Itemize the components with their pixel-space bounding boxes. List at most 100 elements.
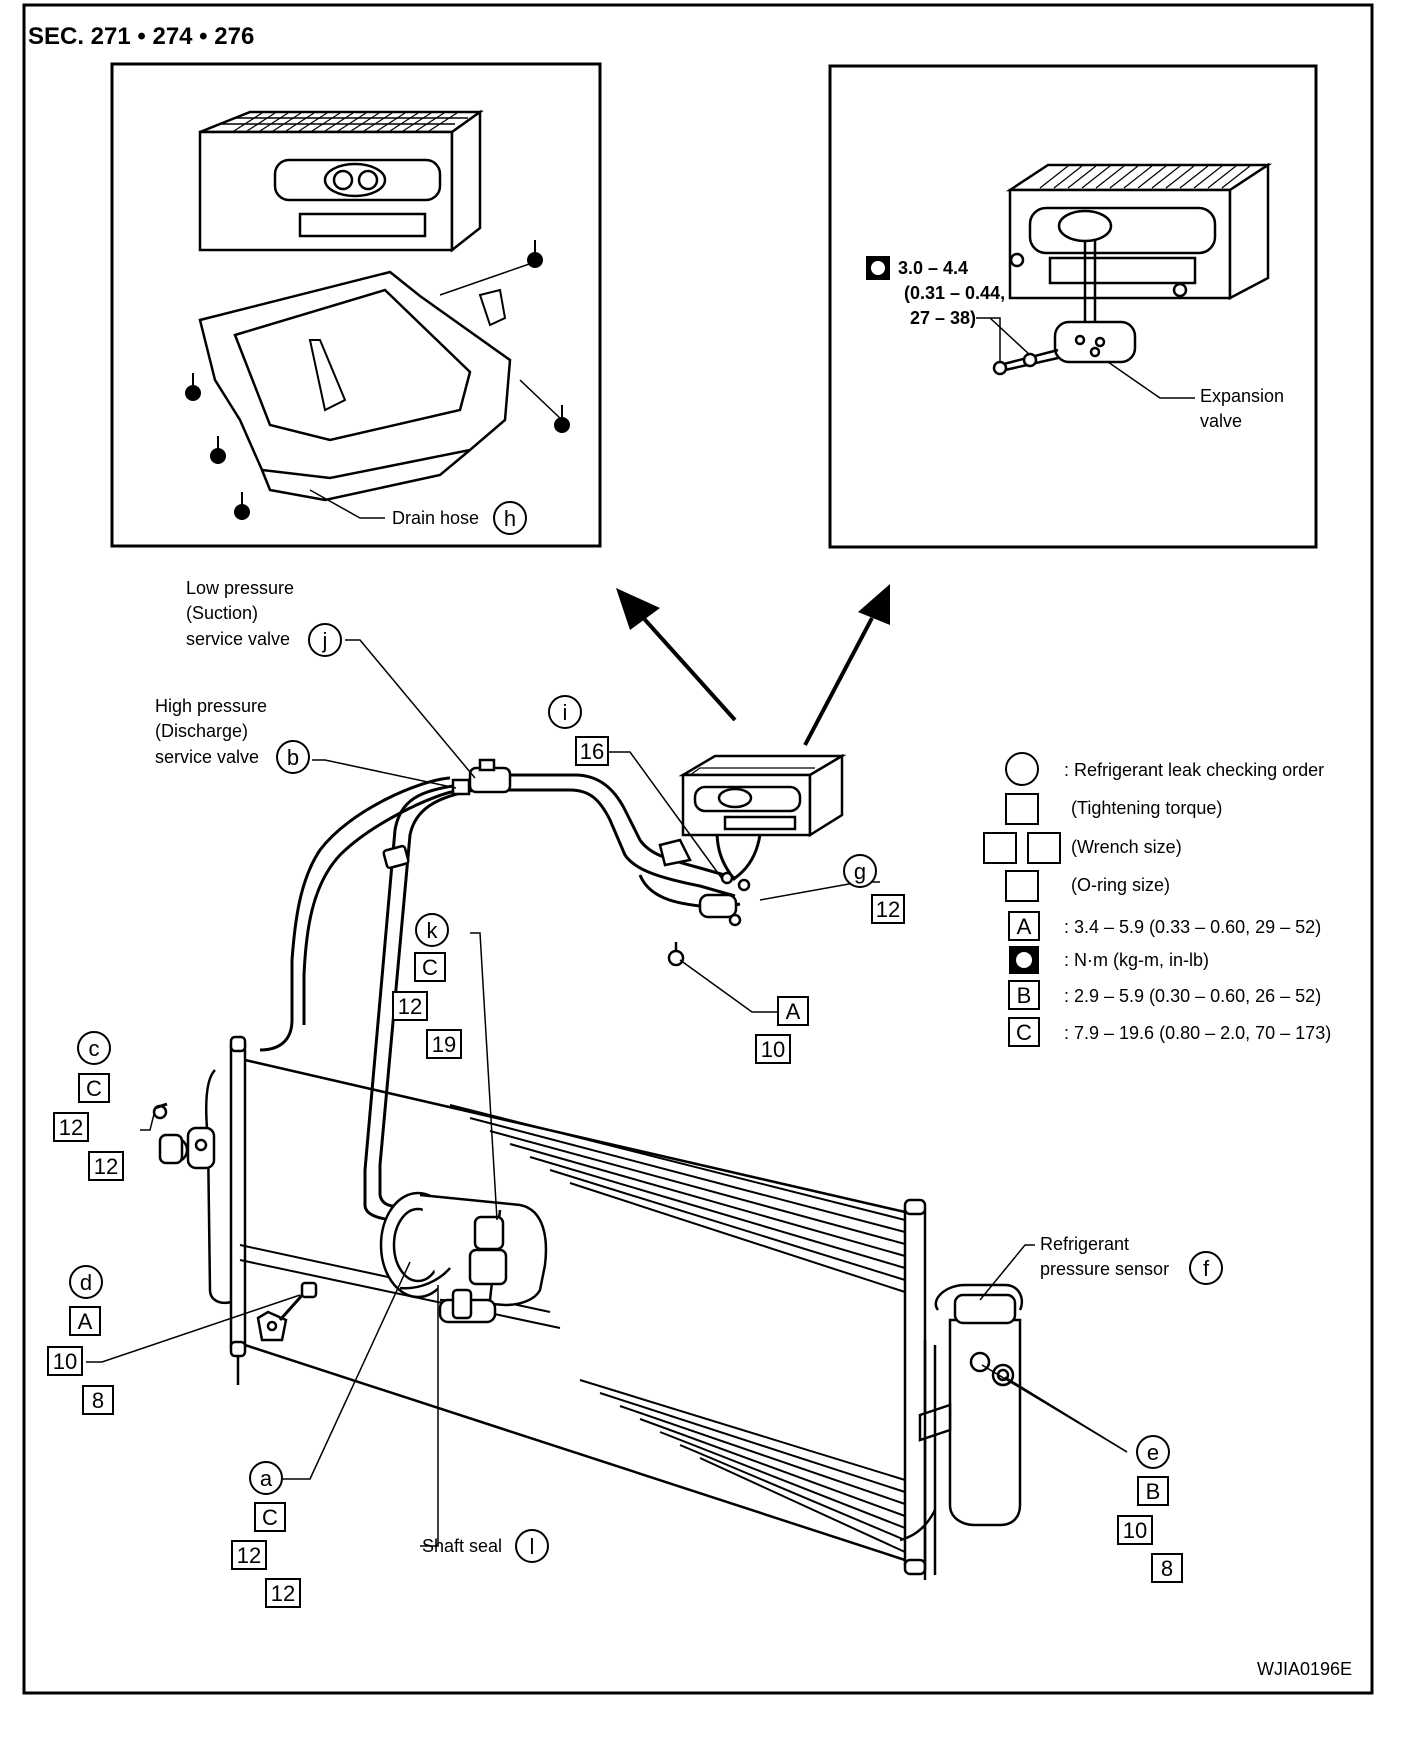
refrigerant-sensor-label-1: Refrigerant [1040, 1234, 1129, 1254]
arrow-up-left-icon [616, 588, 737, 722]
torque-code-d: A [78, 1309, 93, 1334]
low-pressure-label-2: (Suction) [186, 603, 258, 623]
legend-wrench-box-2 [1027, 832, 1061, 864]
expansion-valve-label-2: valve [1200, 411, 1242, 431]
torque-g: 12 [876, 897, 900, 922]
torque-box-g [871, 894, 905, 924]
legend-unit-text: : N·m (kg-m, in-lb) [1064, 950, 1209, 970]
torque-box-d [47, 1346, 83, 1376]
torque-code-bolt: A [786, 999, 801, 1024]
condenser-outlet-fitting [256, 1281, 318, 1342]
legend-wrench-text: (Wrench size) [1071, 837, 1182, 857]
oring-e: 8 [1161, 1556, 1173, 1581]
oring-box-a [265, 1578, 301, 1608]
expansion-valve-label: Expansion [1200, 386, 1284, 406]
torque-code-box-a [254, 1502, 286, 1532]
torque-box-bolt [755, 1034, 791, 1064]
legend-a-code: A [1017, 914, 1032, 939]
legend-a-box [1008, 911, 1040, 941]
letter-d: d [80, 1270, 92, 1295]
torque-box-16 [575, 736, 609, 766]
letter-circle-k [415, 913, 449, 947]
torque-a: 12 [237, 1543, 261, 1568]
cooling-unit-fins [233, 112, 458, 132]
service-valves [382, 758, 512, 870]
cooling-unit-illustration [198, 109, 484, 253]
torque-16: 16 [580, 739, 604, 764]
oring-box-k [426, 1029, 462, 1059]
letter-f: f [1203, 1256, 1210, 1281]
condenser [229, 1035, 927, 1576]
leader-lines [309, 261, 563, 519]
letter-j: j [322, 628, 328, 653]
evaporator-fins [1039, 165, 1251, 189]
high-pressure-label-1: High pressure [155, 696, 267, 716]
torque-code-box-e [1137, 1476, 1169, 1506]
letter-circle-j [308, 623, 342, 657]
torque-code-c: C [86, 1076, 102, 1101]
letter-circle-e [1136, 1435, 1170, 1469]
legend-b-text: : 2.9 – 5.9 (0.30 – 0.60, 26 – 52) [1064, 986, 1321, 1006]
letter-circle-l [515, 1529, 549, 1563]
legend-box-icon [1005, 793, 1039, 825]
condenser-fins [239, 1104, 906, 1553]
drain-hose-label: Drain hose [392, 508, 479, 528]
letter-e: e [1147, 1440, 1159, 1465]
torque-value-kgm: (0.31 – 0.44, [904, 283, 1005, 303]
torque-code-k: C [422, 955, 438, 980]
letter-a: a [260, 1466, 273, 1491]
oring-a: 12 [271, 1581, 295, 1606]
letter-k: k [427, 918, 439, 943]
bolt-a-icon [667, 942, 685, 967]
torque-wrench-icon [866, 256, 890, 280]
torque-value-nm: 3.0 – 4.4 [898, 258, 968, 278]
legend-b-code: B [1017, 983, 1032, 1008]
letter-circle-d [69, 1265, 103, 1299]
oring-d: 8 [92, 1388, 104, 1413]
letter-b: b [287, 745, 299, 770]
torque-code-box-k [414, 952, 446, 982]
letter-circle-a [249, 1461, 283, 1495]
torque-box-c [53, 1112, 89, 1142]
oring-box-d [82, 1385, 114, 1415]
legend-c-code: C [1016, 1020, 1032, 1045]
legend-oring-text: (O-ring size) [1071, 875, 1170, 895]
evaporator-assembly [678, 753, 847, 838]
letter-circle-f [1189, 1251, 1223, 1285]
legend-oring-icon [1005, 870, 1039, 902]
figure-code: WJIA0196E [1257, 1659, 1352, 1679]
oring-k: 19 [432, 1032, 456, 1057]
expansion-valve-illustration [992, 240, 1137, 376]
drain-pan [198, 270, 512, 502]
letter-circle-g [843, 854, 877, 888]
inset-right: 3.0 – 4.4 (0.31 – 0.44, 27 – 38) Expansi… [828, 64, 1318, 549]
torque-bolt: 10 [761, 1037, 785, 1062]
letter-i: i [563, 700, 568, 725]
oring-c: 12 [94, 1154, 118, 1179]
torque-k: 12 [398, 994, 422, 1019]
refrigerant-sensor-label-2: pressure sensor [1040, 1259, 1169, 1279]
torque-box-k [392, 991, 428, 1021]
high-pressure-label-2: (Discharge) [155, 721, 248, 741]
shaft-seal-label: Shaft seal [422, 1536, 502, 1556]
clip-icon [478, 288, 507, 327]
evaporator-fittings [658, 838, 751, 927]
letter-g: g [854, 859, 866, 884]
low-pressure-label-3: service valve [186, 629, 290, 649]
torque-e: 10 [1123, 1518, 1147, 1543]
legend-box-text: (Tightening torque) [1071, 798, 1222, 818]
legend-b-box [1008, 980, 1040, 1010]
legend-circle-text: : Refrigerant leak checking order [1064, 760, 1324, 780]
low-pressure-label-1: Low pressure [186, 578, 294, 598]
torque-code-a: C [262, 1505, 278, 1530]
high-pressure-label-3: service valve [155, 747, 259, 767]
condenser-inlet-fitting [152, 1069, 232, 1305]
legend-a-text: : 3.4 – 5.9 (0.33 – 0.60, 29 – 52) [1064, 917, 1321, 937]
legend-c-text: : 7.9 – 19.6 (0.80 – 2.0, 70 – 173) [1064, 1023, 1331, 1043]
torque-d: 10 [53, 1349, 77, 1374]
oring-box-c [88, 1151, 124, 1181]
compressor [379, 1191, 548, 1324]
letter-circle-b [276, 740, 310, 774]
torque-value-inlb: 27 – 38) [910, 308, 976, 328]
